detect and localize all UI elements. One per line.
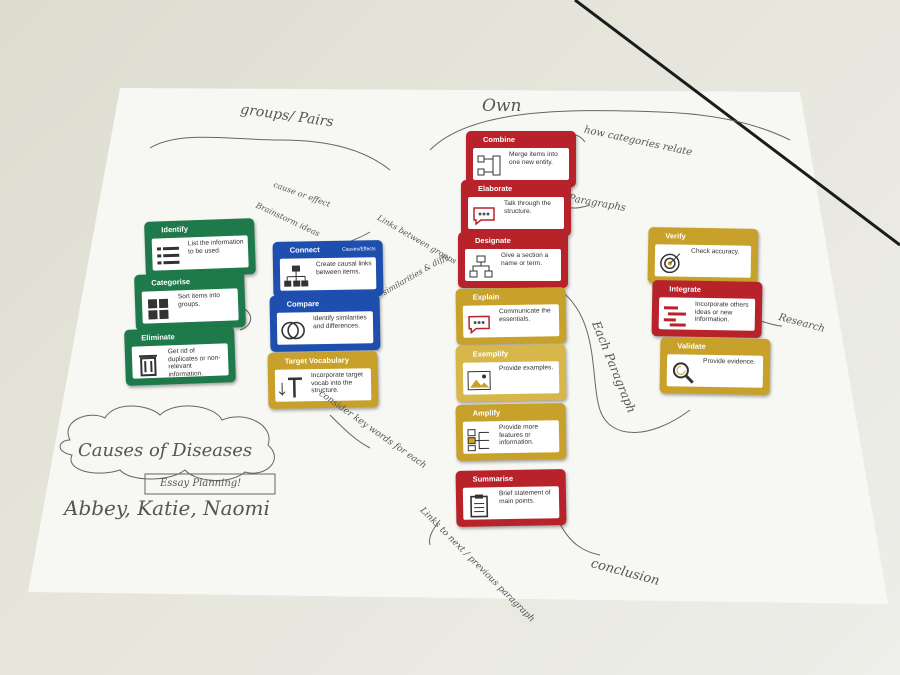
note-causes-of-diseases: Causes of Diseases [78, 440, 253, 461]
expand-list-icon [466, 426, 492, 452]
card-text: Incorporate others ideas or new informat… [694, 300, 749, 324]
card-title: Summarise [472, 473, 514, 484]
grid-icon [145, 296, 172, 323]
card-text: Provide examples. [498, 364, 554, 373]
card-title: Eliminate [141, 332, 175, 343]
card-body: Get rid of duplicates or non-relevant in… [131, 343, 229, 379]
picture-icon [466, 367, 492, 393]
card-title: Exemplify [472, 349, 509, 359]
card-body: List the information to be used. [151, 235, 249, 271]
card-title: Compare [286, 299, 320, 309]
card-text: Communicate the essentials. [498, 307, 551, 323]
card-text: Provide more features or information. [498, 423, 539, 447]
card-body: Merge items into one new entity. [473, 148, 569, 180]
card-body: Provide evidence. [666, 354, 764, 388]
clipboard-icon [466, 492, 492, 518]
card-body: Talk through the structure. [468, 197, 564, 229]
note-essay-planning: Essay Planning! [160, 478, 242, 489]
card-body: Identify similarities and differences. [276, 311, 374, 345]
note-own: Own [482, 96, 522, 116]
card-title: Integrate [669, 284, 702, 294]
card-text: Merge items into one new entity. [509, 151, 558, 166]
card-title: Verify [665, 231, 686, 241]
card-text: Talk through the structure. [504, 200, 551, 215]
venn-icon [280, 317, 306, 343]
card-title: Categorise [151, 276, 191, 288]
card-title: Combine [483, 135, 516, 144]
card-body: Check accuracy. [654, 244, 752, 278]
magnifier-icon [670, 359, 696, 385]
card-text: Sort items into groups. [177, 291, 221, 308]
card-title: Amplify [472, 408, 501, 418]
card-title: Identify [161, 224, 189, 235]
speech-bubble-icon [471, 202, 497, 228]
card-text: Get rid of duplicates or non-relevant in… [167, 347, 221, 378]
card-title: Target Vocabulary [284, 355, 350, 366]
flowchart-icon [468, 254, 494, 280]
text-cursor-icon [278, 374, 304, 400]
card-body: Incorporate target vocab into the struct… [274, 368, 372, 402]
card-body: Give a section a name or term. [465, 249, 561, 281]
card-title: Designate [475, 236, 511, 245]
card-body: Provide examples. [462, 361, 560, 395]
card-body: Incorporate others ideas or new informat… [658, 297, 756, 331]
note-names: Abbey, Katie, Naomi [64, 496, 270, 520]
card-text: Provide evidence. [703, 357, 756, 366]
card-body: Provide more features or information. [462, 420, 560, 454]
list-icon [155, 243, 182, 270]
card-text: Create causal links between items. [315, 260, 372, 276]
card-body: Brief statement of main points. [462, 486, 560, 520]
card-title: Elaborate [478, 184, 513, 193]
card-body: Create causal links between items. [279, 257, 377, 291]
card-text: Check accuracy. [691, 247, 740, 256]
bars-icon [662, 302, 688, 328]
card-title: Explain [472, 292, 500, 302]
merge-icon [476, 153, 502, 179]
speech-bubble-icon [466, 310, 492, 336]
card-body: Sort items into groups. [141, 288, 239, 324]
card-body: Communicate the essentials. [462, 304, 560, 338]
card-text: Brief statement of main points. [498, 489, 551, 505]
card-subtitle: Causes/Effects [342, 246, 376, 253]
card-title: Validate [677, 341, 706, 351]
bin-icon [135, 351, 162, 378]
card-text: List the information to be used. [187, 238, 244, 255]
hierarchy-icon [283, 263, 309, 289]
target-icon [658, 249, 684, 275]
card-text: Give a section a name or term. [501, 252, 549, 267]
card-text: Identify similarities and differences. [312, 314, 367, 330]
